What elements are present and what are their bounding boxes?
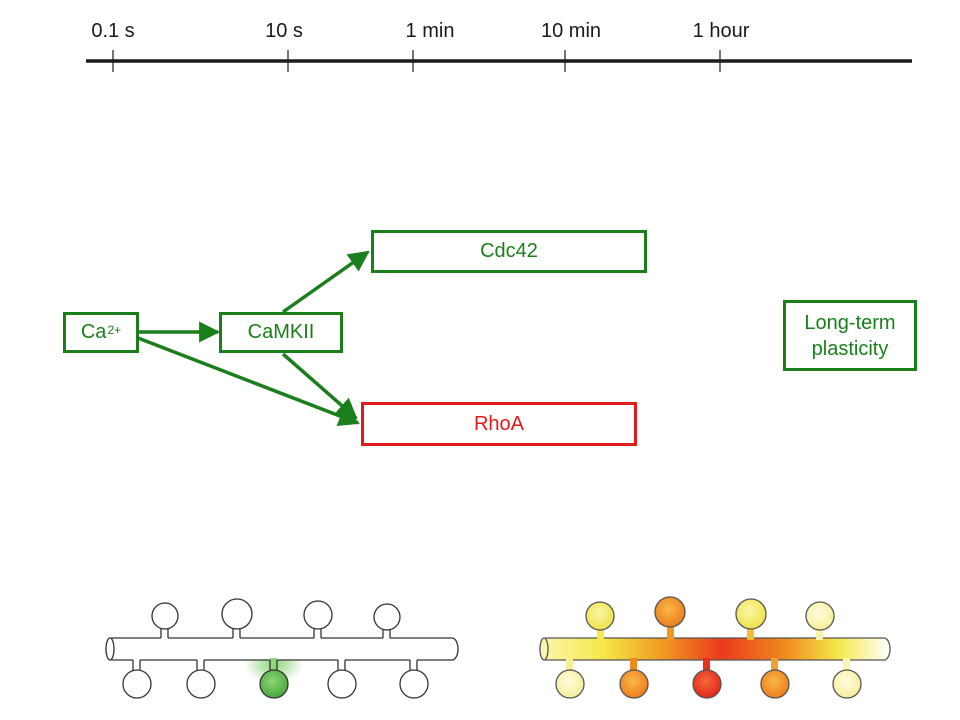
node-ltp-line2: plasticity [811, 337, 889, 360]
spine-bottom [619, 658, 649, 699]
dendrite-left [105, 598, 459, 699]
tick-label-10min: 10 min [540, 20, 602, 42]
spine-bottom-active [259, 658, 289, 699]
node-ltp-line1: Long-term [804, 311, 896, 334]
spine-bottom [122, 658, 152, 699]
spine-bottom [555, 658, 585, 699]
node-ca-base: Ca [80, 321, 107, 343]
spine-bottom [692, 658, 722, 699]
spine-top [151, 602, 179, 640]
spine-top [373, 603, 401, 640]
spine-bottom [327, 658, 357, 699]
tick-label-1min: 1 min [405, 20, 455, 42]
arrow-ca-to-rhoa [137, 336, 360, 426]
pathway-arrows [137, 250, 370, 426]
spine-top [221, 598, 253, 640]
spine-bottom [832, 658, 862, 699]
spine-top [585, 601, 615, 640]
tick-label-1hour: 1 hour [692, 20, 750, 42]
node-rhoa-label: RhoA [473, 412, 525, 435]
arrow-camkii-to-rhoa [281, 352, 358, 420]
spine-bottom [399, 658, 429, 699]
node-long-term-plasticity: Long-term plasticity [783, 300, 917, 371]
tick-label-0-1s: 0.1 s [91, 20, 135, 42]
node-camkii-label: CaMKII [247, 321, 315, 343]
node-cdc42: Cdc42 [371, 230, 647, 273]
spine-bottom [186, 658, 216, 699]
node-ca-sup: 2+ [107, 322, 122, 337]
timeline-axis [86, 50, 912, 72]
node-camkii: CaMKII [219, 312, 343, 353]
arrow-camkii-to-cdc42 [281, 250, 370, 314]
spine-top [735, 598, 767, 640]
tick-label-10s: 10 s [265, 20, 303, 42]
dendrite-right [539, 596, 891, 699]
node-cdc42-label: Cdc42 [480, 240, 538, 262]
spine-top [654, 596, 686, 640]
node-rhoa: RhoA [361, 402, 637, 446]
spine-top [805, 601, 835, 640]
spine-top [303, 600, 333, 640]
spine-bottom [760, 658, 790, 699]
